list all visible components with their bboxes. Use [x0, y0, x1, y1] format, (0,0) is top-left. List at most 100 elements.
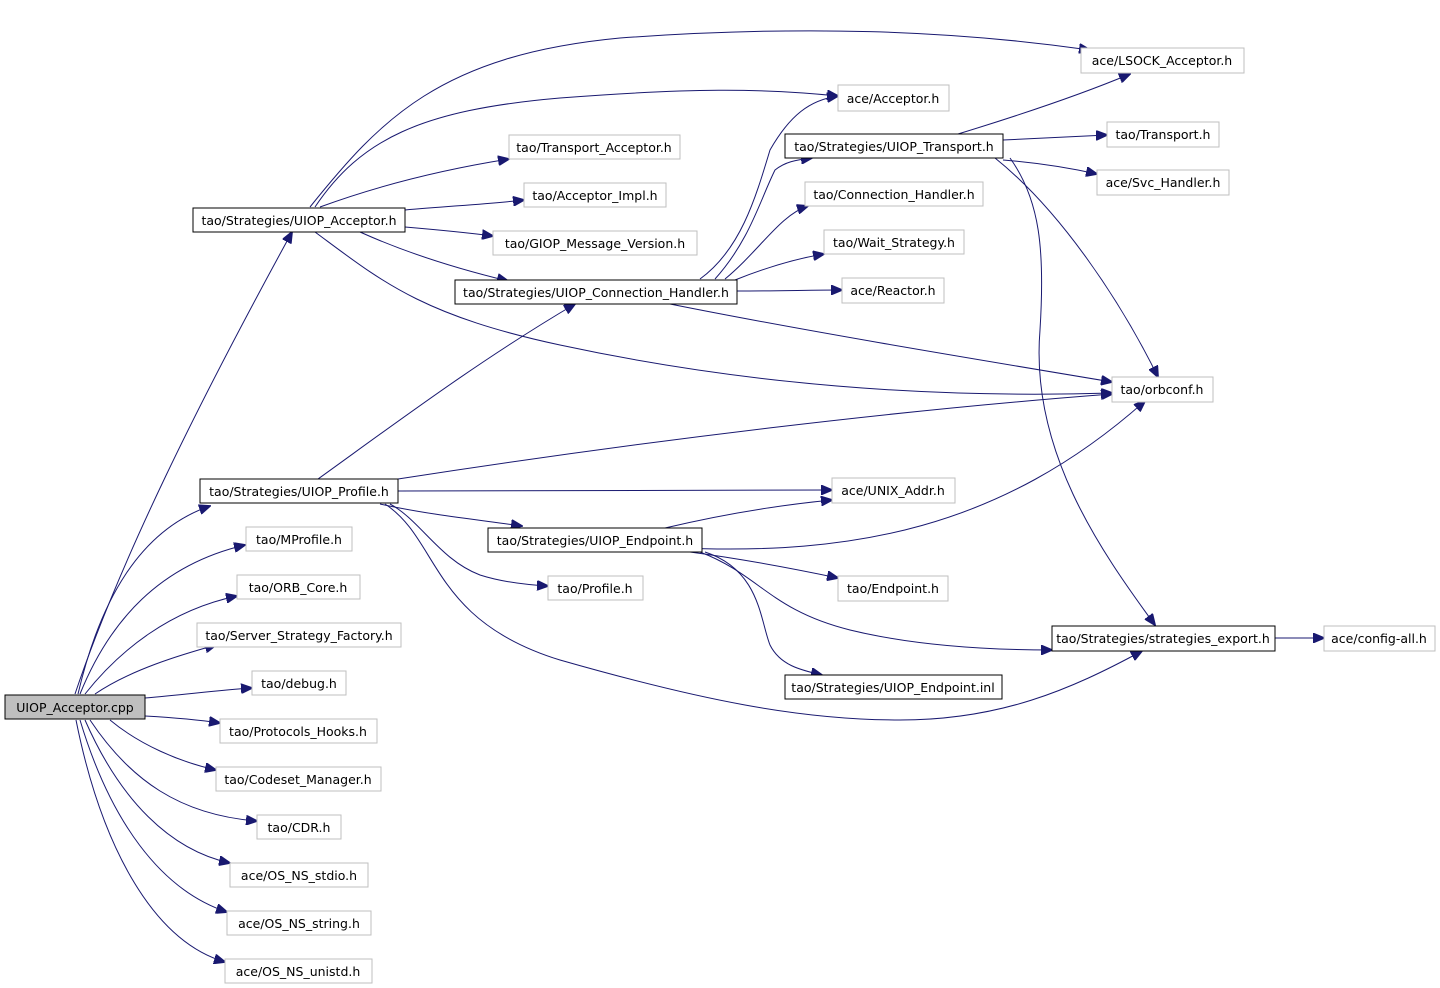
- node-wait-strategy-h[interactable]: tao/Wait_Strategy.h: [823, 229, 965, 255]
- node-ace-acceptor-h[interactable]: ace/Acceptor.h: [837, 84, 950, 112]
- node-label: tao/debug.h: [261, 676, 337, 691]
- edge-acceptor-h-to-ace-acceptor: [314, 89, 838, 208]
- node-giop-message-version-h[interactable]: tao/GIOP_Message_Version.h: [492, 230, 698, 256]
- node-orb-core-h[interactable]: tao/ORB_Core.h: [236, 574, 361, 600]
- node-label: tao/Transport.h: [1116, 127, 1211, 142]
- edge-cpp-to-protocols-hooks: [144, 715, 220, 723]
- node-label: ace/UNIX_Addr.h: [841, 483, 945, 498]
- node-uiop-acceptor-cpp[interactable]: UIOP_Acceptor.cpp: [4, 694, 146, 720]
- node-label: tao/Strategies/UIOP_Acceptor.h: [201, 213, 396, 228]
- edge-connection-handler-h-to-orbconf: [669, 303, 1112, 382]
- edge-profile-h-to-unix-addr: [397, 490, 832, 491]
- node-label: tao/Strategies/UIOP_Endpoint.inl: [791, 680, 994, 695]
- edge-cpp-to-os-ns-string: [79, 719, 227, 912]
- edge-endpoint-h-to-endpoint: [689, 551, 838, 578]
- node-cdr-h[interactable]: tao/CDR.h: [256, 814, 342, 840]
- edge-cpp-to-uiop-acceptor: [74, 232, 292, 695]
- node-uiop-connection-handler-h[interactable]: tao/Strategies/UIOP_Connection_Handler.h: [454, 279, 738, 305]
- node-label: tao/Connection_Handler.h: [813, 187, 974, 202]
- node-label: ace/OS_NS_unistd.h: [236, 964, 361, 979]
- edge-endpoint-h-to-strategies-export: [699, 551, 1052, 650]
- edge-profile-h-to-orbconf: [397, 394, 1112, 480]
- node-label: tao/CDR.h: [268, 820, 331, 835]
- node-strategies-export-h[interactable]: tao/Strategies/strategies_export.h: [1051, 625, 1276, 652]
- edge-profile-h-to-uiop-endpoint: [379, 503, 522, 526]
- node-transport-acceptor-h[interactable]: tao/Transport_Acceptor.h: [508, 134, 681, 160]
- edge-profile-h-to-connection-handler: [317, 304, 575, 480]
- node-os-ns-unistd-h[interactable]: ace/OS_NS_unistd.h: [224, 958, 373, 984]
- node-label: UIOP_Acceptor.cpp: [16, 700, 133, 715]
- node-label: tao/Endpoint.h: [847, 581, 939, 596]
- edge-endpoint-h-to-orbconf: [679, 401, 1145, 550]
- node-uiop-endpoint-inl[interactable]: tao/Strategies/UIOP_Endpoint.inl: [784, 674, 1003, 700]
- node-protocols-hooks-h[interactable]: tao/Protocols_Hooks.h: [219, 718, 378, 744]
- node-lsock-acceptor-h[interactable]: ace/LSOCK_Acceptor.h: [1080, 47, 1245, 74]
- node-label: tao/Strategies/UIOP_Profile.h: [209, 484, 389, 499]
- node-server-strategy-factory-h[interactable]: tao/Server_Strategy_Factory.h: [196, 622, 402, 648]
- node-transport-h[interactable]: tao/Transport.h: [1106, 121, 1220, 148]
- edge-connection-handler-h-to-reactor: [736, 290, 842, 291]
- edge-acceptor-h-to-transport-acceptor: [319, 159, 509, 208]
- node-config-all-h[interactable]: ace/config-all.h: [1323, 625, 1436, 652]
- node-label: tao/Strategies/UIOP_Connection_Handler.h: [463, 285, 729, 300]
- edge-cpp-to-os-ns-stdio: [84, 719, 230, 863]
- node-label: ace/OS_NS_stdio.h: [241, 868, 357, 883]
- node-debug-h[interactable]: tao/debug.h: [251, 670, 347, 696]
- node-os-ns-string-h[interactable]: ace/OS_NS_string.h: [226, 910, 372, 936]
- edge-endpoint-h-to-uiop-endpoint-inl: [704, 551, 822, 675]
- edge-cpp-to-server-strategy-factory: [94, 645, 216, 695]
- node-label: tao/Server_Strategy_Factory.h: [205, 628, 392, 643]
- node-label: tao/Profile.h: [557, 581, 632, 596]
- edge-transport-h-to-strategies-export: [1009, 157, 1155, 625]
- edge-cpp-to-debug: [144, 688, 252, 699]
- node-label: tao/Strategies/UIOP_Transport.h: [794, 139, 993, 154]
- node-label: tao/GIOP_Message_Version.h: [505, 236, 685, 251]
- node-label: ace/config-all.h: [1331, 631, 1427, 646]
- node-codeset-manager-h[interactable]: tao/Codeset_Manager.h: [215, 766, 382, 792]
- node-label: ace/Acceptor.h: [847, 91, 940, 106]
- node-label: tao/Wait_Strategy.h: [833, 235, 955, 250]
- edge-acceptor-h-to-acceptor-impl: [404, 200, 524, 211]
- edge-cpp-to-uiop-profile: [77, 506, 210, 695]
- edge-connection-handler-h-to-connection-handler: [724, 206, 808, 280]
- edge-transport-h-to-transport: [1002, 135, 1107, 141]
- node-label: tao/MProfile.h: [256, 532, 342, 547]
- node-mprofile-h[interactable]: tao/MProfile.h: [245, 526, 353, 552]
- node-acceptor-impl-h[interactable]: tao/Acceptor_Impl.h: [523, 182, 667, 208]
- edge-cpp-to-mprofile: [79, 545, 245, 695]
- node-label: tao/Strategies/strategies_export.h: [1056, 631, 1270, 646]
- node-uiop-transport-h[interactable]: tao/Strategies/UIOP_Transport.h: [784, 133, 1004, 159]
- edge-endpoint-h-to-unix-addr: [664, 500, 832, 529]
- nodes: UIOP_Acceptor.cpp tao/Strategies/UIOP_Ac…: [4, 47, 1436, 984]
- edge-acceptor-h-to-giop-message-version: [404, 226, 493, 236]
- node-reactor-h[interactable]: ace/Reactor.h: [841, 277, 945, 304]
- node-label: tao/orbconf.h: [1121, 382, 1204, 397]
- node-label: ace/LSOCK_Acceptor.h: [1092, 53, 1233, 68]
- node-os-ns-stdio-h[interactable]: ace/OS_NS_stdio.h: [229, 862, 369, 888]
- node-connection-handler-h[interactable]: tao/Connection_Handler.h: [804, 181, 984, 207]
- node-unix-addr-h[interactable]: ace/UNIX_Addr.h: [831, 477, 956, 504]
- node-label: tao/Transport_Acceptor.h: [516, 140, 671, 155]
- edge-transport-h-to-orbconf: [994, 157, 1158, 377]
- node-profile-h[interactable]: tao/Profile.h: [547, 575, 644, 601]
- edge-connection-handler-h-to-wait-strategy: [734, 254, 824, 281]
- node-label: ace/Svc_Handler.h: [1106, 175, 1221, 190]
- edge-acceptor-h-to-lsock-acceptor: [309, 30, 1090, 208]
- node-uiop-acceptor-h[interactable]: tao/Strategies/UIOP_Acceptor.h: [192, 207, 406, 233]
- edge-connection-handler-h-to-uiop-transport: [714, 158, 812, 280]
- edge-profile-h-to-profile: [389, 503, 548, 586]
- node-svc-handler-h[interactable]: ace/Svc_Handler.h: [1096, 169, 1230, 196]
- node-label: tao/Protocols_Hooks.h: [229, 724, 367, 739]
- node-uiop-endpoint-h[interactable]: tao/Strategies/UIOP_Endpoint.h: [487, 527, 703, 553]
- node-endpoint-h[interactable]: tao/Endpoint.h: [837, 575, 949, 602]
- node-label: tao/ORB_Core.h: [249, 580, 348, 595]
- edges: [74, 30, 1324, 962]
- edge-transport-h-to-lsock-acceptor: [957, 74, 1130, 135]
- edge-cpp-to-cdr: [89, 719, 257, 821]
- edge-profile-h-to-strategies-export: [384, 503, 1142, 721]
- node-label: ace/OS_NS_string.h: [238, 916, 360, 931]
- node-uiop-profile-h[interactable]: tao/Strategies/UIOP_Profile.h: [199, 478, 399, 504]
- node-orbconf-h[interactable]: tao/orbconf.h: [1111, 376, 1214, 403]
- edge-cpp-to-codeset-manager: [109, 719, 216, 770]
